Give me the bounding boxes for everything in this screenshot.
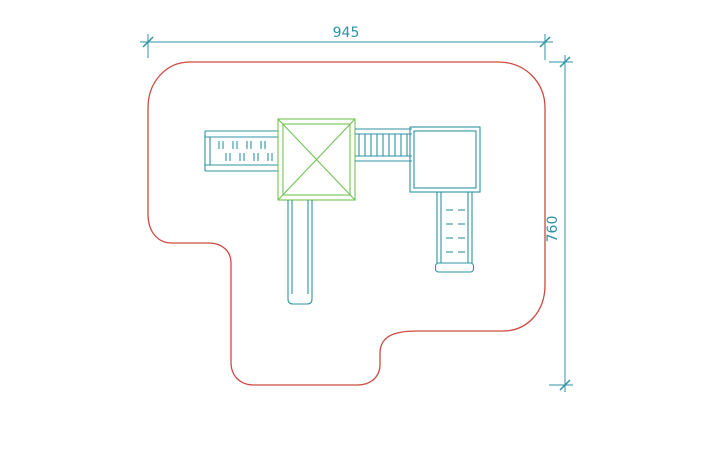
side-platform [409, 126, 481, 193]
climbing-ramp [434, 192, 475, 273]
bridge [204, 130, 278, 172]
safety-zone-outline [147, 61, 546, 386]
main-platform-inner [282, 123, 351, 196]
height-dimension-label: 760 [545, 216, 561, 243]
height-dimension: 760 [545, 55, 573, 392]
width-dimension: 945 [140, 25, 553, 60]
dimension-tick [142, 36, 154, 48]
stairs [355, 128, 412, 162]
side-platform-outer [409, 126, 481, 193]
slide [287, 200, 313, 305]
dimension-tick [539, 36, 551, 48]
side-platform-inner [413, 130, 477, 189]
dimension-tick [559, 56, 571, 68]
platform-diagonal [277, 118, 356, 201]
slide-end [287, 294, 313, 305]
width-dimension-label: 945 [333, 25, 360, 41]
climbing-holds [446, 209, 465, 253]
main-platform [277, 118, 356, 201]
stair-rungs [358, 134, 408, 156]
dimension-tick [559, 379, 571, 391]
main-platform-outer [277, 118, 356, 201]
climbing-ramp-end [434, 262, 475, 273]
bridge-plank-marks [218, 141, 273, 161]
